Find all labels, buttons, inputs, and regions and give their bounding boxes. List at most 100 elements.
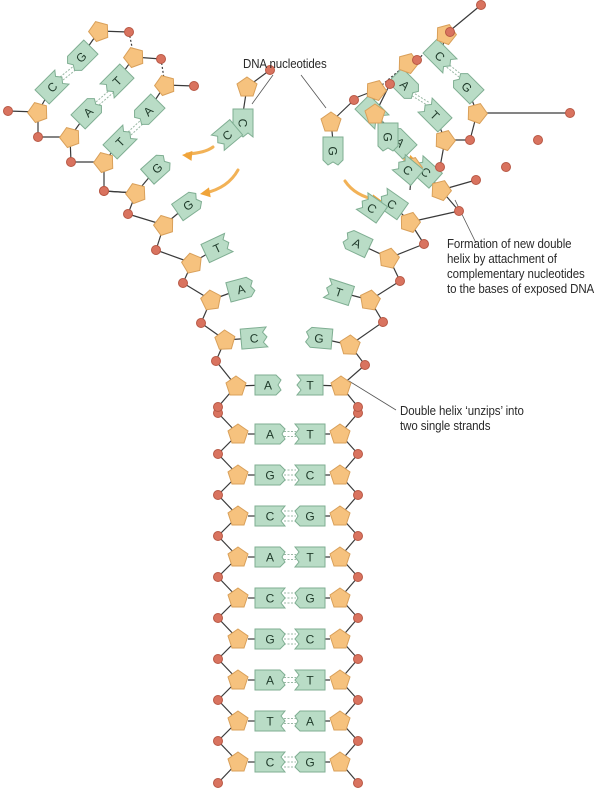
phosphate-circle-icon — [360, 360, 370, 370]
base-shape — [453, 73, 485, 105]
phosphate-circle-icon — [353, 490, 363, 500]
phosphate-circle-icon — [66, 157, 76, 167]
phosphate-circle-icon — [445, 27, 455, 37]
sugar-shape — [339, 334, 361, 355]
phosphate-circle-icon — [353, 613, 363, 623]
sugar-shape — [227, 464, 249, 485]
sugar-shape — [58, 127, 80, 149]
phosphate-circle-icon — [465, 135, 475, 145]
sugar-pentagon-icon — [431, 180, 453, 202]
label-unzips-line-2: two single strands — [400, 419, 491, 433]
sugar-pentagon-icon — [214, 329, 236, 350]
base-shape — [293, 423, 326, 445]
phosphate-circle-icon — [213, 778, 223, 788]
base-t-block: T — [254, 710, 287, 732]
phosphate-circle-icon — [353, 695, 363, 705]
base-letter: T — [333, 285, 345, 301]
base-shape — [239, 326, 269, 350]
sugar-pentagon-icon — [467, 103, 489, 125]
arrow-head — [200, 187, 211, 198]
base-g-block: G — [294, 751, 326, 773]
base-shape — [355, 191, 389, 224]
sugar-pentagon-icon — [227, 505, 249, 526]
phosphate-circle-icon — [385, 79, 395, 89]
phosphate-circle-icon — [213, 572, 223, 582]
leader-line — [348, 380, 397, 411]
sugar-pentagon-icon — [379, 247, 401, 269]
phosphate-circle-icon — [211, 356, 221, 366]
sugar-pentagon-icon — [329, 464, 351, 485]
sugar-shape — [329, 464, 351, 485]
phosphate-circle-icon — [353, 736, 363, 746]
phosphate-circle-icon — [124, 27, 134, 37]
sugar-shape — [330, 375, 352, 396]
base-shape — [304, 326, 334, 350]
phosphate-circle-icon — [353, 402, 363, 412]
base-letter: C — [236, 119, 250, 128]
sugar-pentagon-icon — [227, 464, 249, 485]
sugar-pentagon-icon — [200, 289, 222, 311]
base-letter: A — [306, 715, 314, 729]
phosphate-circle-icon — [213, 695, 223, 705]
base-g-block: G — [294, 505, 326, 527]
sugar-pentagon-icon — [330, 375, 352, 396]
leader-line — [300, 74, 327, 109]
base-c-block: C — [254, 505, 287, 527]
phosphate-circle-icon — [349, 95, 359, 105]
sugar-pentagon-icon — [58, 127, 80, 149]
base-c-block: C — [254, 587, 287, 609]
base-a-block: A — [225, 276, 256, 303]
base-shape — [210, 118, 244, 152]
backbone-bond — [127, 118, 143, 133]
base-shape — [102, 123, 139, 160]
sugar-pentagon-icon — [329, 505, 351, 526]
phosphate-circle-icon — [419, 239, 429, 249]
phosphate-circle-icon — [99, 186, 109, 196]
base-g-block: G — [294, 587, 326, 609]
sugar-pentagon-icon — [225, 375, 247, 396]
sugar-pentagon-icon — [329, 423, 351, 444]
phosphate-circle-icon — [123, 209, 133, 219]
base-letter: C — [266, 592, 275, 606]
sugar-pentagon-icon — [400, 211, 422, 233]
base-letter: C — [266, 510, 275, 524]
sugar-pentagon-icon — [122, 47, 144, 69]
sugar-shape — [379, 247, 401, 269]
base-a-block: A — [134, 93, 166, 125]
base-letter: T — [306, 551, 314, 565]
sugar-pentagon-icon — [329, 587, 351, 608]
base-c-block: C — [422, 38, 459, 75]
base-shape — [254, 423, 286, 445]
base-t-block: T — [322, 277, 356, 307]
sugar-shape — [329, 587, 351, 608]
phosphate-circle-icon — [213, 449, 223, 459]
phosphate-circle-icon — [213, 613, 223, 623]
base-letter: T — [306, 379, 314, 393]
base-c-block: C — [391, 153, 425, 187]
arrow-head-icon — [182, 150, 193, 161]
base-a-block: A — [254, 669, 286, 691]
sugar-pentagon-icon — [87, 21, 109, 43]
base-c-block: C — [239, 326, 269, 350]
base-shape — [293, 628, 326, 650]
base-c-block: C — [293, 464, 326, 486]
base-g-block: G — [377, 122, 399, 152]
sugar-shape — [214, 329, 236, 350]
sugar-pentagon-icon — [227, 628, 249, 649]
sugar-shape — [329, 505, 351, 526]
base-c-block: C — [210, 118, 244, 152]
sugar-shape — [227, 587, 249, 608]
sugar-shape — [227, 751, 249, 772]
sugar-pentagon-icon — [329, 546, 351, 567]
sugar-pentagon-icon — [227, 423, 249, 444]
phosphate-circle-icon — [151, 245, 161, 255]
base-shape — [322, 277, 356, 307]
phosphate-circle-icon — [565, 108, 575, 118]
backbone-bond — [375, 62, 409, 91]
sugar-shape — [227, 628, 249, 649]
sugar-pentagon-icon — [360, 289, 381, 311]
sugar-pentagon-icon — [227, 587, 249, 608]
phosphate-circle-icon — [435, 162, 445, 172]
phosphate-circle-icon — [178, 278, 188, 288]
label-formation-line-4: to the bases of exposed DNA — [447, 282, 595, 296]
